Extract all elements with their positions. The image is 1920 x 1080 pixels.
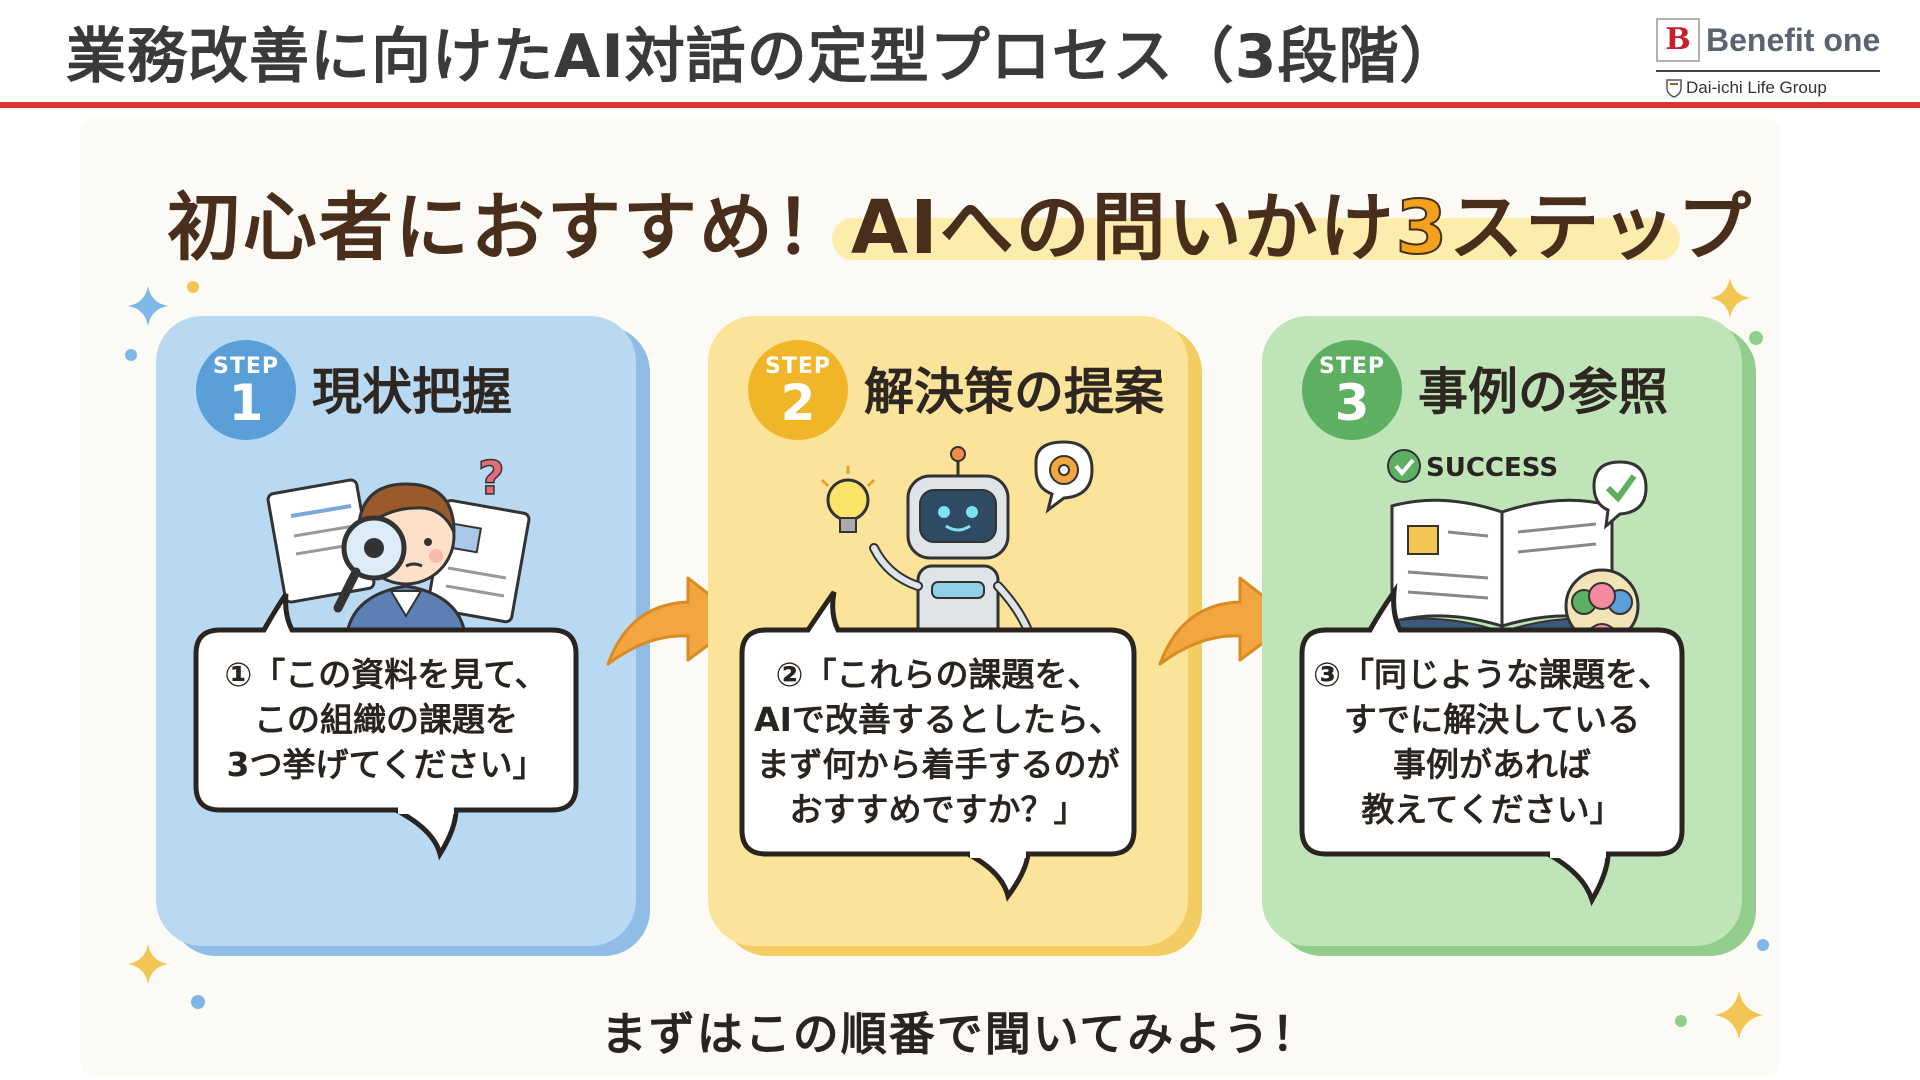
prompt-line: 事例があれば: [1393, 745, 1591, 784]
step-prompt: ③「同じような課題を、 すでに解決している 事例があれば 教えてください」: [1302, 652, 1682, 832]
prompt-line: 3つ挙げてください」: [226, 745, 546, 784]
success-label: SUCCESS: [1426, 453, 1558, 483]
header-divider: [0, 102, 1920, 108]
prompt-line: AIで改善するとしたら、: [754, 700, 1122, 739]
prompt-line: すでに解決している: [1343, 700, 1641, 739]
banner-title: 初心者におすすめ！AIへの問いかけ3ステップ: [0, 168, 1920, 275]
step-badge: STEP 3: [1302, 340, 1402, 440]
step-number: 1: [228, 374, 264, 432]
step-card-1: STEP 1 現状把握 ? ①「この資料を見て、 この組織の課題を 3つ挙げてく…: [156, 316, 636, 946]
step-card-2: STEP 2 解決策の提案 ②「これらの課題を、 AIで改善するとしたら、 まず…: [708, 316, 1188, 946]
banner-suffix: ステップ: [1449, 185, 1754, 271]
step-prompt: ②「これらの課題を、 AIで改善するとしたら、 まず何から着手するのが おすすめ…: [742, 652, 1134, 832]
step-card-3: STEP 3 事例の参照 SUCCESS ③「同じような課題を、 すでに解決して…: [1262, 316, 1742, 946]
step-number: 3: [1334, 374, 1370, 432]
sparkle-icon: [1714, 990, 1764, 1040]
prompt-line: ③「同じような課題を、: [1313, 655, 1671, 694]
prompt-line: 教えてください」: [1361, 790, 1623, 829]
robot-with-lightbulb-icon: [820, 440, 1094, 646]
speech-bubble: [739, 590, 1137, 902]
step-title: 解決策の提案: [864, 363, 1164, 421]
dot-icon: [191, 995, 205, 1009]
step-number: 2: [780, 374, 816, 432]
dot-icon: [1757, 939, 1769, 951]
page-title: 業務改善に向けたAI対話の定型プロセス（3段階）: [66, 22, 1461, 92]
banner-prefix: 初心者におすすめ！AIへの問いかけ: [166, 185, 1396, 271]
book-with-success-check-icon: SUCCESS: [1385, 449, 1648, 644]
sparkle-icon: [128, 286, 168, 326]
banner-highlight: [832, 218, 1680, 260]
dot-icon: [1675, 1015, 1687, 1027]
sparkle-icon: [128, 944, 168, 984]
prompt-line: ②「これらの課題を、: [775, 655, 1101, 694]
company-logo: B Benefit one Dai-ichi Life Group: [1652, 14, 1884, 102]
person-with-magnifier-icon: ?: [266, 450, 531, 646]
dot-icon: [187, 281, 199, 293]
step-word: STEP: [1318, 354, 1385, 379]
logo-mark: B: [1656, 18, 1700, 62]
dot-icon: [1749, 331, 1763, 345]
sparkle-icon: [1710, 278, 1750, 318]
step-badge: STEP 1: [196, 340, 296, 440]
step-title: 事例の参照: [1418, 363, 1668, 421]
slide-header: 業務改善に向けたAI対話の定型プロセス（3段階） B Benefit one D…: [0, 0, 1920, 108]
logo-name: Benefit one: [1706, 22, 1881, 58]
speech-bubble: [193, 592, 579, 861]
prompt-line: ①「この資料を見て、: [224, 655, 548, 694]
prompt-line: まず何から着手するのが: [756, 745, 1120, 784]
dot-icon: [125, 349, 137, 361]
shield-icon: [1666, 79, 1682, 98]
logo-divider: [1656, 70, 1880, 72]
speech-bubble: [1299, 582, 1685, 907]
prompt-line: この組織の課題を: [254, 700, 518, 739]
step-word: STEP: [764, 354, 831, 379]
step-badge: STEP 2: [748, 340, 848, 440]
banner-number: 3: [1395, 184, 1450, 272]
logo-group-name: Dai-ichi Life Group: [1686, 78, 1827, 97]
step-word: STEP: [212, 354, 279, 379]
prompt-line: おすすめですか？」: [789, 790, 1087, 829]
svg-text:?: ?: [478, 451, 505, 505]
step-prompt: ①「この資料を見て、 この組織の課題を 3つ挙げてください」: [196, 652, 576, 787]
step-title: 現状把握: [312, 363, 512, 421]
footer-message: まずはこの順番で聞いてみよう！: [600, 1007, 1320, 1061]
